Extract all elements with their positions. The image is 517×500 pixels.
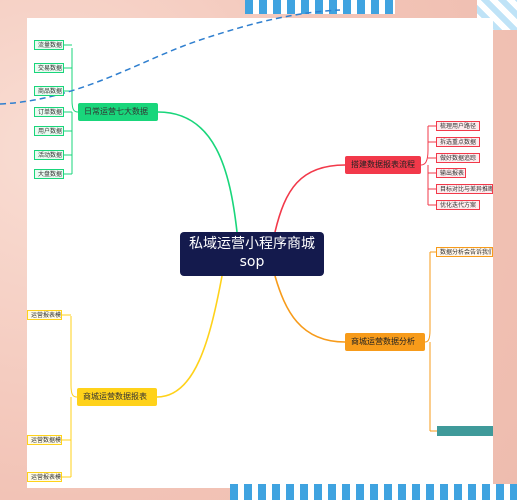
central-topic[interactable]: 私域运营小程序商城 sop [180, 232, 324, 276]
leaf-daily-0[interactable]: 流量数据 [34, 40, 64, 50]
leaf-report-0[interactable]: 梳理用户路径 [436, 121, 480, 131]
branch-data-analysis[interactable]: 商城运营数据分析 [345, 333, 425, 351]
leaf-analysis-0[interactable]: 数据分析会告诉我们 [436, 247, 493, 257]
branch-daily-data[interactable]: 日常运营七大数据 [78, 103, 158, 121]
branch-report-process[interactable]: 搭建数据报表流程 [345, 156, 421, 174]
leaf-daily-5[interactable]: 活动数据 [34, 150, 64, 160]
branch-data-report[interactable]: 商城运营数据报表 [77, 388, 157, 406]
central-topic-subtitle: sop [239, 254, 265, 270]
bottom-stripe-decoration [230, 484, 517, 500]
leaf-daily-3[interactable]: 订单数据 [34, 107, 64, 117]
leaf-report-1[interactable]: 拆选重点数据 [436, 137, 480, 147]
leaf-report-4[interactable]: 目标对比与差异推断 [436, 184, 493, 194]
leaf-template-1[interactable]: 运营数据模板 [27, 435, 62, 445]
leaf-report-3[interactable]: 输出报表 [436, 168, 466, 178]
leaf-daily-4[interactable]: 用户数据 [34, 126, 64, 136]
leaf-report-5[interactable]: 优化迭代方案 [436, 200, 480, 210]
leaf-daily-2[interactable]: 商品数据 [34, 86, 64, 96]
central-topic-title: 私域运营小程序商城 [189, 236, 315, 252]
leaf-report-2[interactable]: 做好数据追踪 [436, 153, 480, 163]
collapsed-content-bar [437, 426, 493, 436]
leaf-daily-1[interactable]: 交易数据 [34, 63, 64, 73]
leaf-daily-6[interactable]: 大盘数据 [34, 169, 64, 179]
top-stripe-decoration [245, 0, 395, 14]
leaf-template-0[interactable]: 运营报表模板 [27, 310, 62, 320]
leaf-template-2[interactable]: 运营报表模板 [27, 472, 62, 482]
